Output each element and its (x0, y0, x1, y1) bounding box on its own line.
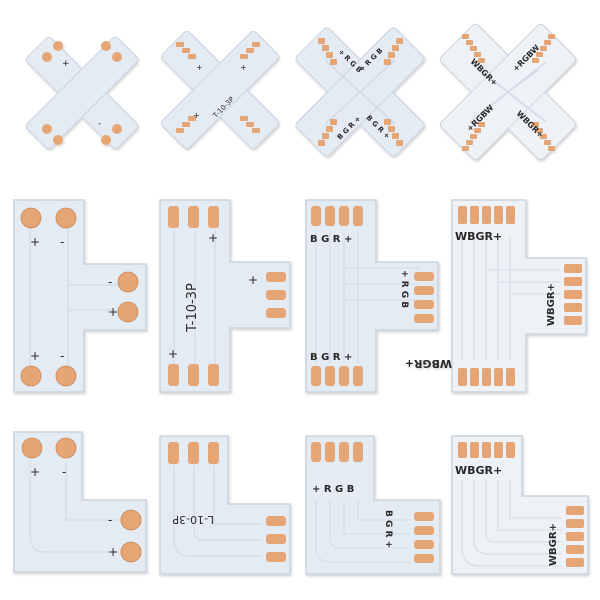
pin-label: + R G B (399, 270, 409, 308)
pin-label: WBGR+ (455, 464, 502, 477)
pad (101, 41, 111, 51)
polarity-label: + (30, 235, 40, 249)
polarity-label: + (108, 545, 118, 559)
t-connector-3pin: + T-10-3P + + (159, 199, 291, 393)
x-connector-4pin: + R G B + R G B B G R + B G R + (295, 27, 425, 157)
x-connector-3pin: + + + T-10-3P (161, 31, 279, 149)
polarity-label: - (108, 513, 112, 527)
x-connector-2pin: + - (25, 36, 139, 150)
pin-label: WBGR+ (546, 283, 557, 326)
pad (53, 135, 63, 145)
pad (53, 41, 63, 51)
polarity-label: - (60, 349, 64, 363)
pad (42, 52, 52, 62)
l-connector-5pin: WBGR+ WBGR+ (451, 435, 589, 575)
pin-label: WBGR+ (548, 523, 559, 566)
polarity-label: - (60, 235, 64, 249)
polarity-label: + (62, 59, 70, 69)
polarity-label: - (98, 119, 101, 129)
polarity-label: + (30, 349, 40, 363)
pad (42, 124, 52, 134)
pad (112, 52, 122, 62)
t-connector-2pin: + - - + + - (13, 199, 147, 393)
polarity-label: - (108, 275, 112, 289)
l-connector-2pin: + - - + (13, 431, 147, 573)
pin-label: B G R + (310, 234, 352, 245)
polarity-label: + (208, 231, 218, 245)
pad (101, 135, 111, 145)
pin-label: + R G B (312, 484, 354, 495)
polarity-label: + (193, 111, 200, 120)
pin-label: WBGR+ (405, 357, 452, 370)
polarity-label: + (240, 63, 247, 72)
t-connector-5pin: WBGR+ WBGR+ WBGR+ (405, 199, 587, 393)
x-connector-5pin: WBGR+ +RGBW +RGBW WBGR+ (439, 23, 577, 161)
pin-label: B G R + (310, 352, 352, 363)
t-connector-4pin: B G R + + R G B B G R + (305, 199, 439, 393)
polarity-label: + (196, 63, 203, 72)
pin-label: WBGR+ (455, 230, 502, 243)
l-connector-3pin: L-10-3P (159, 435, 291, 575)
polarity-label: + (248, 273, 258, 287)
model-label: T-10-3P (185, 283, 200, 333)
pad (112, 124, 122, 134)
l-connector-4pin: + R G B B G R + (305, 435, 441, 575)
polarity-label: + (30, 465, 40, 479)
polarity-label: + (108, 305, 118, 319)
pin-label: B G R + (383, 510, 393, 548)
polarity-label: + (168, 347, 178, 361)
model-label: L-10-3P (172, 513, 214, 526)
polarity-label: - (62, 465, 66, 479)
